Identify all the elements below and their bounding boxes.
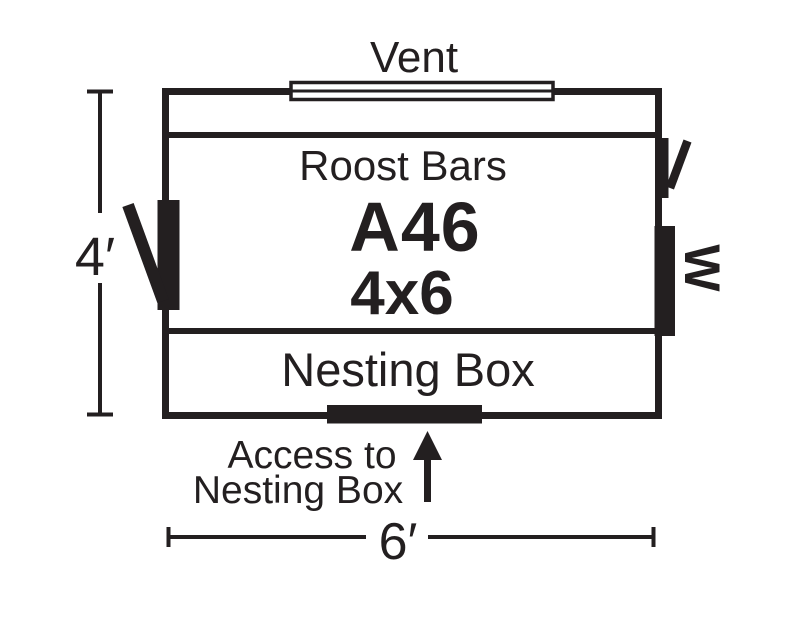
roost-bars-label: Roost Bars [299,142,507,189]
coop-size-label: 4x6 [350,259,454,328]
access-arrow-head [413,431,442,460]
left-door-swing [122,202,169,304]
access-arrow [413,431,442,502]
access-caption-line2: Nesting Box [192,469,404,512]
window-symbol [654,226,675,336]
right-door-swing [666,139,692,190]
height-dimension-line [87,89,113,417]
height-dimension-label: 4′ [74,227,116,287]
width-dimension-label: 6′ [378,513,418,571]
access-caption-line1: Access to [227,434,397,477]
right-door-panel [655,138,669,198]
nesting-box-label: Nesting Box [281,343,535,396]
window-label: W [674,244,730,292]
left-door-panel [157,200,180,310]
vent-label: Vent [369,33,459,82]
coop-model-label: A46 [349,188,481,266]
nesting-access-hatch [327,405,482,424]
width-dimension-line [166,527,656,547]
